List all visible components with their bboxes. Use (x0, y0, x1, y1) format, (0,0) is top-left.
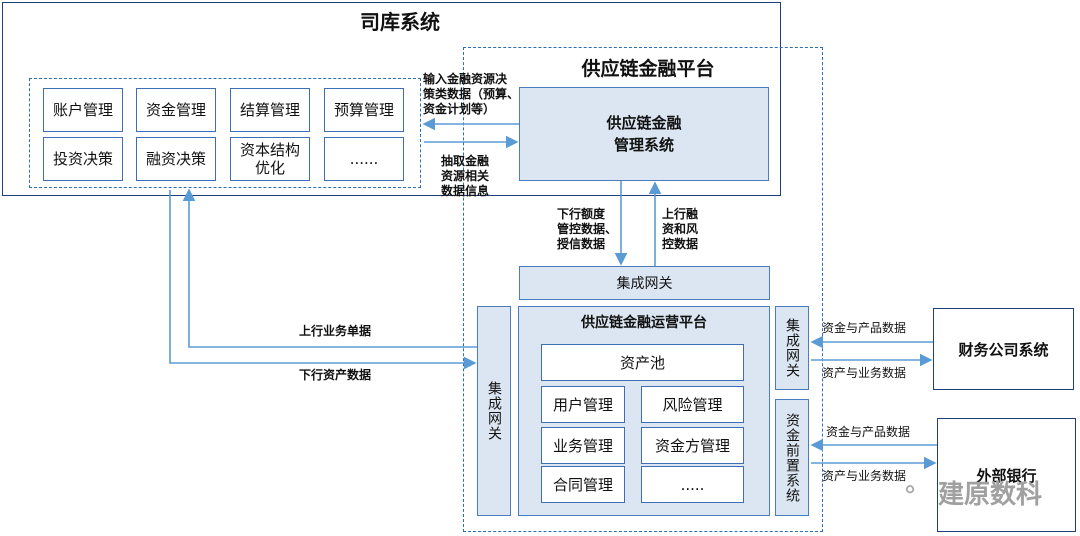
flow-bank-in-label: 资金与产品数据 (826, 425, 911, 439)
external-bank: 外部银行 (937, 418, 1076, 532)
module-risk: 风险管理 (641, 386, 744, 423)
flow-bank-out-label: 资产与业务数据 (822, 469, 907, 483)
flow-fc-out-label: 资产与业务数据 (822, 366, 907, 380)
module-investment: 投资决策 (43, 137, 123, 181)
module-budget: 预算管理 (324, 88, 404, 132)
finance-company-system: 财务公司系统 (933, 308, 1074, 390)
module-funds: 资金管理 (136, 88, 216, 132)
siku-system-title: 司库系统 (360, 10, 440, 34)
arrow-down-asset (169, 190, 477, 370)
asset-pool: 资产池 (541, 344, 744, 381)
module-account: 账户管理 (43, 88, 123, 132)
flow-fc-in-label: 资金与产品数据 (822, 321, 907, 335)
integration-gateway-right: 集成网关 (775, 306, 809, 390)
flow-extract-label: 抽取金融 资源相关 数据信息 (441, 154, 490, 198)
integration-gateway-left: 集成网关 (477, 306, 511, 516)
siku-modules-group (29, 78, 421, 188)
watermark-text: 建原数科 (938, 480, 1043, 510)
module-financing: 融资决策 (136, 137, 216, 181)
arrow-up-business (182, 188, 477, 348)
front-funding-system-label: 资金前置系统 (784, 412, 800, 503)
siku-system-box (2, 2, 781, 196)
flow-input-decision-label: 输入金融资源决 策类数据（预算、 资金计划等） (423, 72, 520, 116)
module-user: 用户管理 (541, 386, 625, 423)
flow-down-quota-label: 下行额度 管控数据、 授信数据 (557, 207, 618, 251)
scf-platform-box (463, 47, 823, 532)
integration-gateway-right-label: 集成网关 (784, 318, 800, 378)
integration-gateway-left-label: 集成网关 (486, 381, 502, 441)
module-contract: 合同管理 (541, 466, 625, 503)
flow-down-asset-label: 下行资产数据 (299, 368, 372, 382)
module-more-ops: ..... (641, 466, 744, 503)
front-funding-system: 资金前置系统 (775, 399, 809, 516)
module-settlement: 结算管理 (230, 88, 310, 132)
wechat-icon: ⚬ (900, 476, 921, 504)
flow-up-business-label: 上行业务单据 (299, 324, 372, 338)
scf-management-system: 供应链金融 管理系统 (519, 87, 769, 181)
scf-operations-title: 供应链金融运营平台 (581, 315, 707, 331)
module-more: ...... (324, 137, 404, 181)
integration-gateway-top: 集成网关 (519, 266, 770, 300)
scf-platform-title: 供应链金融平台 (581, 58, 715, 80)
module-capital-structure: 资本结构 优化 (230, 137, 310, 181)
flow-up-financing-label: 上行融 资和风 控数据 (662, 207, 699, 251)
module-business: 业务管理 (541, 427, 625, 464)
module-funder: 资金方管理 (641, 427, 744, 464)
